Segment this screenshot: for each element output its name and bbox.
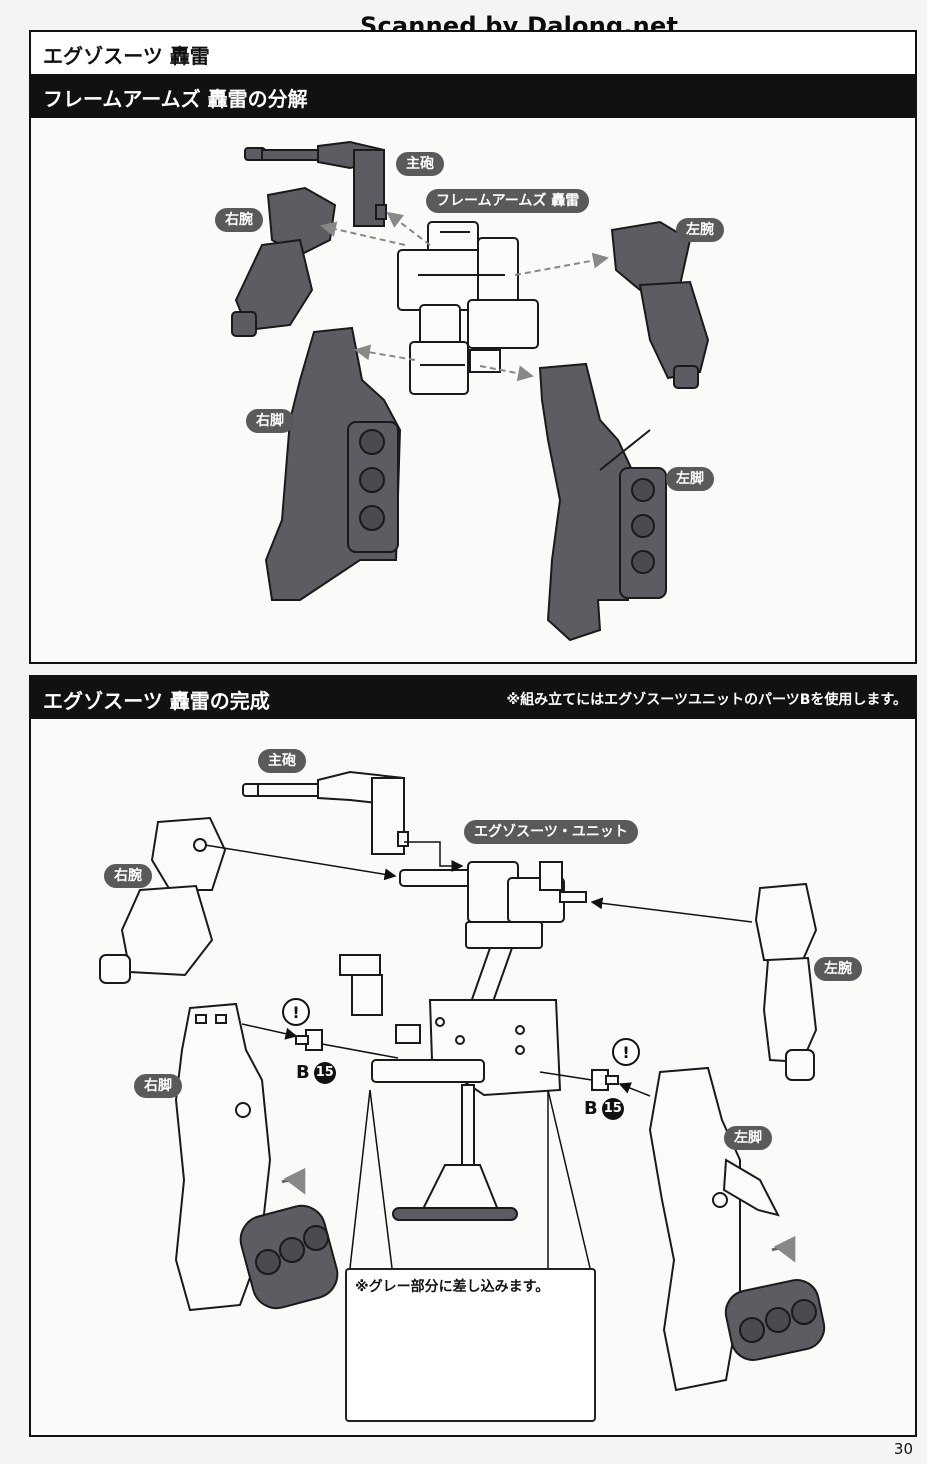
part-number-badge: 15 [601, 1098, 624, 1120]
label-main-cannon-2: 主砲 [258, 749, 306, 773]
label-left-arm-2: 左腕 [814, 957, 862, 981]
label-right-leg: 右脚 [246, 409, 294, 433]
right-arm-white [99, 816, 227, 984]
subsection-title: フレームアームズ 轟雷の分解 [43, 87, 308, 111]
inset-note: ※グレー部分に差し込みます。 [355, 1279, 550, 1295]
label-left-leg: 左脚 [666, 467, 714, 491]
label-left-leg-2: 左脚 [724, 1126, 772, 1150]
completion-title: エグゾスーツ 轟雷の完成 [43, 689, 270, 713]
right-leg-part [264, 326, 402, 601]
right-track-part [239, 1204, 339, 1310]
label-right-arm-2: 右腕 [104, 864, 152, 888]
section-title: エグゾスーツ 轟雷 [43, 44, 210, 68]
label-exosuit-unit: エグゾスーツ・ユニット [464, 820, 638, 844]
left-leg-part [538, 362, 667, 642]
label-frame-arms-body: フレームアームズ 轟雷 [426, 189, 590, 213]
caution-icon-left: ! [282, 998, 310, 1026]
completion-header: エグゾスーツ 轟雷の完成 ※組み立てにはエグゾスーツユニットのパーツBを使用しま… [31, 677, 915, 719]
label-right-leg-2: 右脚 [134, 1074, 182, 1098]
left-arm-white [754, 882, 818, 1081]
exosuit-unit-part [339, 861, 587, 1221]
connector-part-left [295, 1029, 323, 1051]
section-title-bar: エグゾスーツ 轟雷 [31, 32, 915, 76]
label-main-cannon: 主砲 [396, 152, 444, 176]
page-number: 30 [893, 1440, 913, 1458]
left-leg-white [648, 1066, 780, 1392]
left-track-part [724, 1279, 826, 1361]
svg-text:!: ! [622, 1043, 629, 1062]
part-number-badge: 15 [313, 1062, 336, 1084]
part-letter: B [296, 1062, 310, 1083]
main-cannon-part [244, 140, 387, 227]
parts-note: ※組み立てにはエグゾスーツユニットのパーツBを使用します。 [506, 692, 907, 708]
center-body-part [397, 221, 539, 395]
svg-text:!: ! [292, 1003, 299, 1022]
connector-part-right [591, 1069, 619, 1091]
part-letter: B [584, 1098, 598, 1119]
subsection-bar: フレームアームズ 轟雷の分解 [31, 74, 915, 118]
left-arm-part [610, 220, 710, 389]
caution-icon-right: ! [612, 1038, 640, 1066]
label-left-arm: 左腕 [676, 218, 724, 242]
inset-detail-box: ※グレー部分に差し込みます。 [345, 1268, 596, 1422]
label-right-arm: 右腕 [215, 208, 263, 232]
main-cannon-white [242, 770, 409, 855]
right-arm-part [231, 186, 337, 337]
